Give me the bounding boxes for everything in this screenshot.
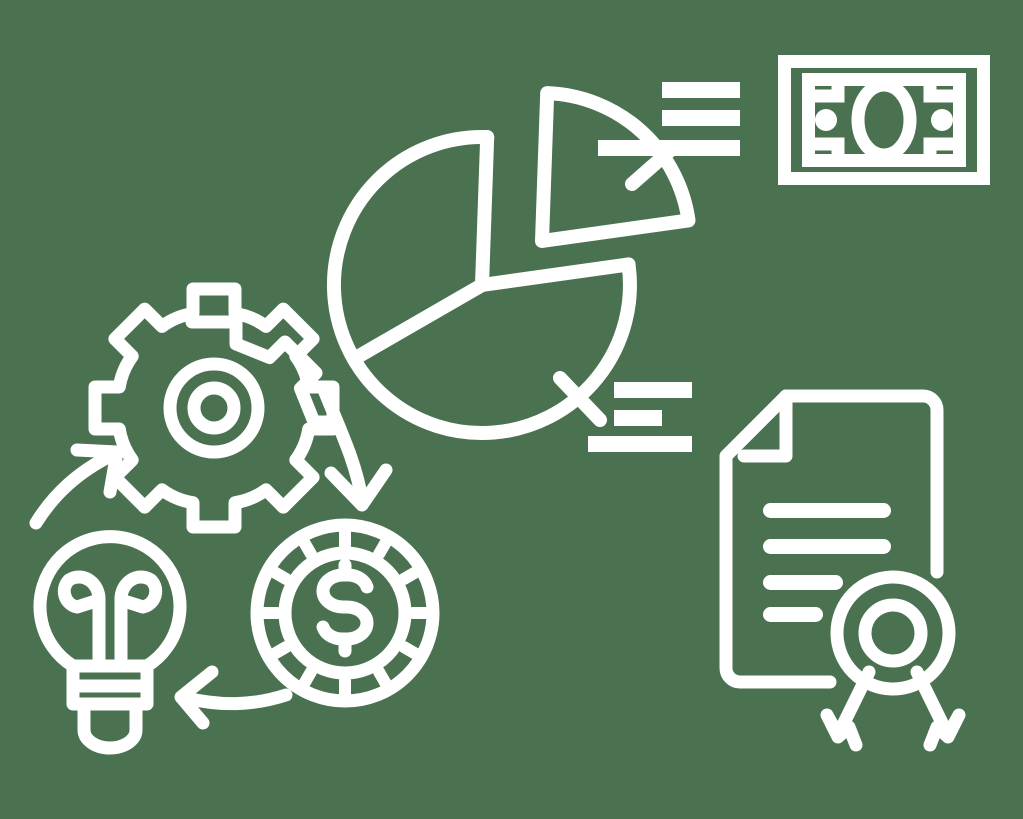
banknote-dot-left [815,109,837,131]
banknote-dot-right [931,109,953,131]
award-ribbon-icon [820,665,966,752]
arrow-left-icon [174,665,293,730]
award-seal-outer [830,570,956,696]
legend-bar [662,110,740,126]
award-seal-inner [858,598,928,668]
legend-bar [614,382,692,398]
arrow-up-right-icon [29,443,124,530]
certificate-line [763,503,891,518]
certificate-text-lines [763,503,891,622]
legend-bar [614,410,662,426]
legend-bar [662,82,740,98]
certificate-line [763,575,843,590]
certificate-line [763,607,823,622]
certificate-line [763,539,891,554]
legend-bar [588,436,692,452]
arrow-down-right-icon [317,383,393,512]
coin-ticks [258,526,432,700]
legend-bar [598,140,740,156]
